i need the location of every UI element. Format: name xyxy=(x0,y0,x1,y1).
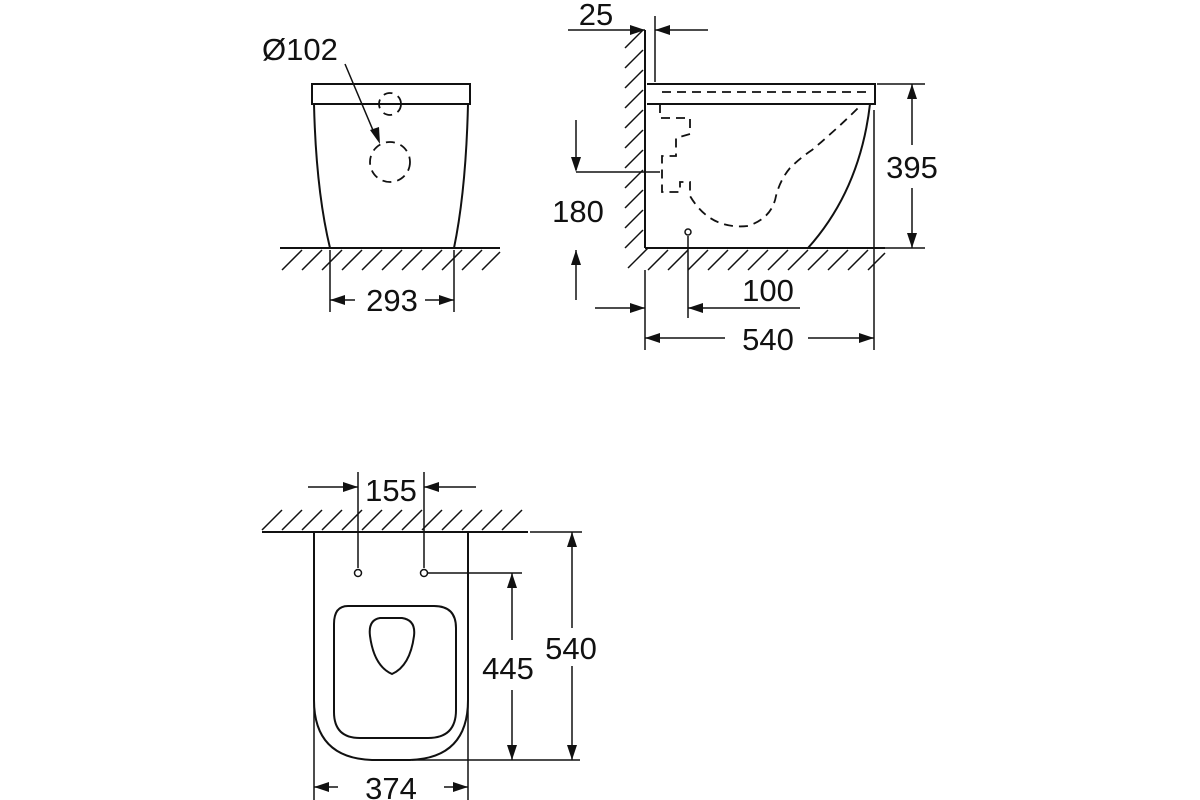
depth-arrow-right xyxy=(859,333,874,343)
side-outlet-point xyxy=(684,228,692,236)
side-trap-dashed xyxy=(659,91,868,228)
height-arrow-bottom xyxy=(907,233,917,248)
bolt-to-front-arrow-bottom xyxy=(507,745,517,760)
wall-offset-arrow-left xyxy=(630,25,645,35)
top-depth-label: 540 xyxy=(545,631,597,666)
diameter-leader-arrow xyxy=(370,127,380,144)
top-depth-arrow-top xyxy=(567,532,577,547)
bolt-to-front-label: 445 xyxy=(482,651,534,686)
side-view: 25 395 180 100 540 xyxy=(552,0,938,357)
wall-offset-label: 25 xyxy=(579,0,613,32)
diameter-leader-line xyxy=(344,63,376,136)
top-width-label: 374 xyxy=(365,771,417,800)
height-label: 395 xyxy=(886,150,938,185)
top-seat-outline xyxy=(333,605,457,739)
depth-arrow-left xyxy=(645,333,660,343)
top-wall-hatch xyxy=(261,509,523,531)
top-width-arrow-right xyxy=(453,782,468,792)
bolt-hole-left xyxy=(353,568,363,578)
front-floor-hatch xyxy=(281,249,501,271)
front-small-outlet-circle xyxy=(378,92,402,116)
front-width-arrow-right xyxy=(439,295,454,305)
top-depth-arrow-bottom xyxy=(567,745,577,760)
front-width-label: 293 xyxy=(366,283,418,318)
outlet-height-arrow-bottom xyxy=(571,250,581,265)
front-body-outline xyxy=(311,83,471,249)
top-width-arrow-left xyxy=(314,782,329,792)
top-seat-opening xyxy=(368,617,416,676)
outlet-height-arrow-top xyxy=(571,157,581,172)
side-floor-hatch xyxy=(627,247,886,271)
side-body-outline xyxy=(647,83,876,249)
side-wall-hatch xyxy=(624,29,644,249)
outlet-distance-arrow-left xyxy=(630,303,645,313)
outlet-distance-arrow-right xyxy=(688,303,703,313)
height-arrow-top xyxy=(907,84,917,99)
front-width-arrow-left xyxy=(330,295,345,305)
bolt-spacing-arrow-left xyxy=(343,482,358,492)
outlet-height-label: 180 xyxy=(552,194,604,229)
wall-offset-arrow-right xyxy=(655,25,670,35)
top-body-outline xyxy=(313,532,469,761)
depth-label: 540 xyxy=(742,322,794,357)
top-view: 155 445 540 374 xyxy=(261,472,597,800)
front-view: Ø102 293 xyxy=(262,32,501,318)
bolt-to-front-arrow-top xyxy=(507,573,517,588)
bolt-spacing-label: 155 xyxy=(365,473,417,508)
bolt-spacing-arrow-right xyxy=(424,482,439,492)
front-outlet-circle xyxy=(369,141,411,183)
outlet-distance-label: 100 xyxy=(742,273,794,308)
diameter-label: Ø102 xyxy=(262,32,338,67)
bolt-hole-right xyxy=(419,568,429,578)
